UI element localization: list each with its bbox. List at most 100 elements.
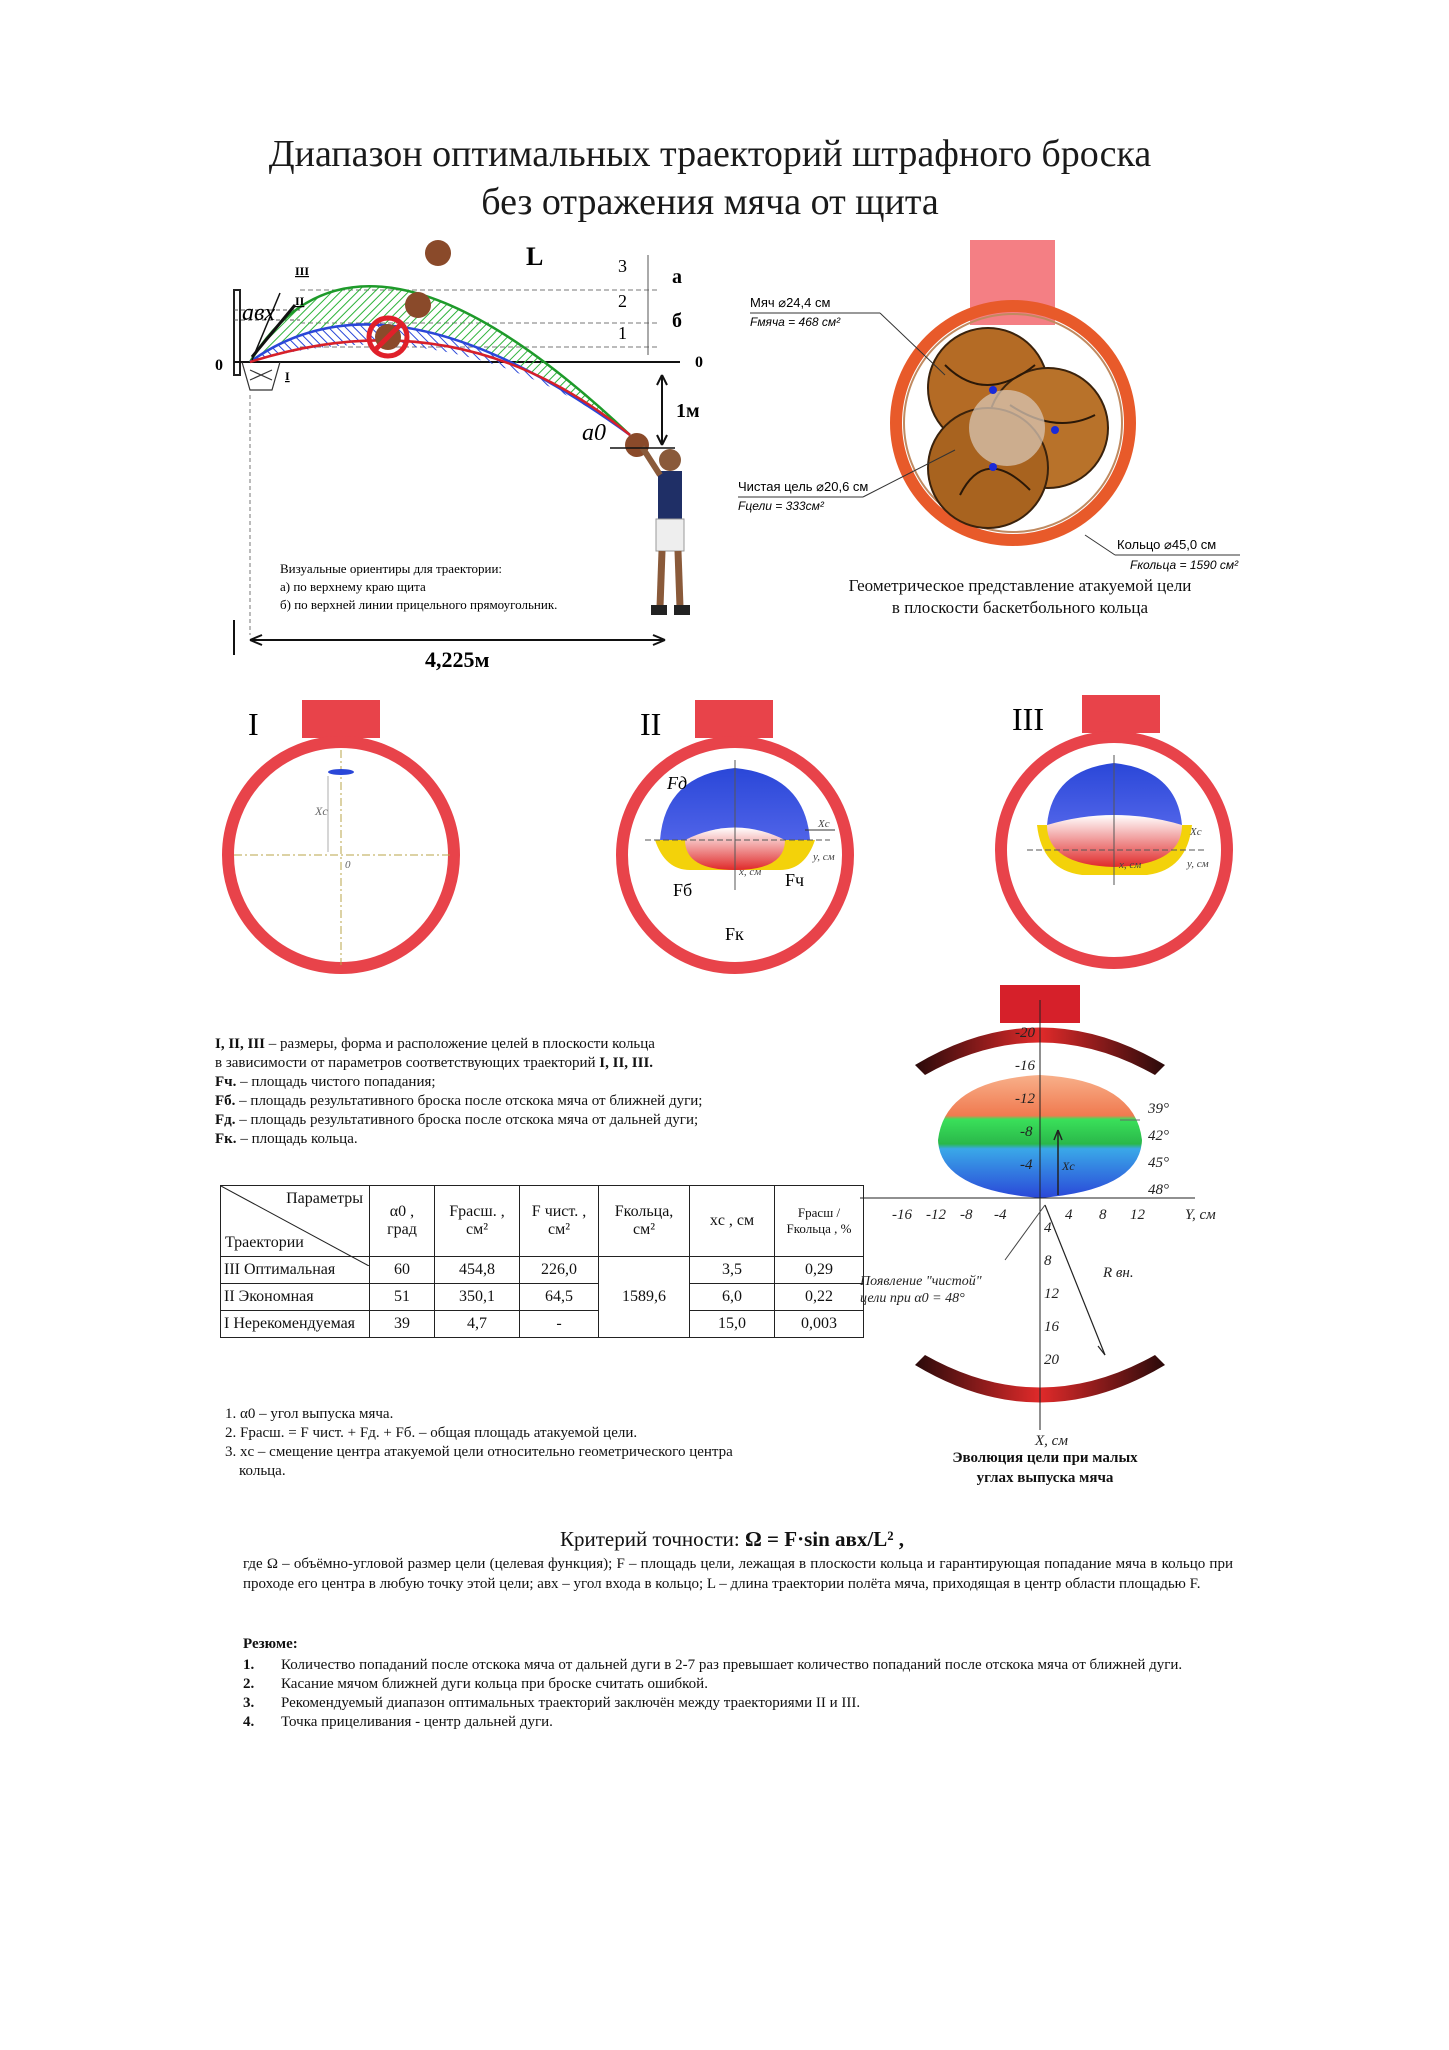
page-title: Диапазон оптимальных траекторий штрафног…	[150, 130, 1270, 226]
no-entry-icon	[366, 315, 410, 359]
cell-fring: 1589,6	[598, 1256, 690, 1338]
cell-frash: 350,1	[434, 1283, 520, 1311]
note-1: 1. α0 – угол выпуска мяча.	[225, 1406, 394, 1422]
parameters-table: Параметры Траектории α0 , град Fрасш. , …	[220, 1185, 864, 1338]
cell-a0: 39	[369, 1310, 435, 1338]
target-I-numeral: I	[248, 706, 259, 742]
item-number: 1.	[243, 1657, 255, 1673]
definitions-line-2: в зависимости от параметров соответствую…	[215, 1055, 654, 1071]
angle-48-label: 48°	[1148, 1182, 1169, 1198]
target-III-x-axis: x, см	[1118, 859, 1141, 871]
target-II-numeral: II	[640, 706, 661, 742]
zone-2-label: 2	[618, 291, 627, 311]
target-III-xc-label: Xс	[1189, 826, 1202, 838]
zero-right-label: 0	[695, 354, 703, 371]
guides-title: Визуальные ориентиры для траектории:	[280, 561, 502, 576]
title-line-2: без отражения мяча от щита	[481, 181, 939, 223]
cell-xc: 6,0	[689, 1283, 775, 1311]
criterion-label: Критерий точности:	[560, 1527, 745, 1551]
tick-label: -12	[926, 1207, 946, 1223]
height-label: 1м	[676, 400, 700, 422]
tick-label: 20	[1044, 1352, 1060, 1368]
cell-fchist: 64,5	[519, 1283, 599, 1311]
target-II-x-axis: x, см	[738, 866, 761, 878]
resume-block: Резюме: 1.Количество попаданий после отс…	[243, 1635, 1233, 1732]
definitions-block: I, II, III – размеры, форма и расположен…	[215, 1035, 855, 1149]
trajectory-I	[249, 339, 631, 436]
item-number: 4.	[243, 1714, 255, 1730]
tick-label: -16	[1015, 1058, 1035, 1074]
header-fring: Fкольца, см²	[598, 1185, 690, 1257]
header-a0: α0 , град	[369, 1185, 435, 1257]
appear-line-1: Появление "чистой"	[859, 1274, 982, 1289]
list-item: 1.Количество попаданий после отскока мяч…	[243, 1656, 1233, 1675]
tick-label: -4	[994, 1207, 1007, 1223]
ball-icon	[405, 292, 431, 318]
ring-area-label: Fк	[725, 924, 744, 944]
header-frash: Fрасш. , см²	[434, 1185, 520, 1257]
near-arc-label: Fб	[673, 880, 692, 900]
ball-diameter-label: Мяч ⌀24,4 см	[750, 295, 830, 310]
criterion-description: где Ω – объёмно-угловой размер цели (цел…	[243, 1556, 1233, 1592]
cell-ratio: 0,003	[774, 1310, 864, 1338]
cell-a0: 60	[369, 1256, 435, 1284]
alpha-0-label: a0	[582, 420, 606, 446]
target-III-numeral: III	[1012, 701, 1044, 737]
basket-net	[241, 361, 281, 391]
far-arc-label: Fд	[666, 773, 687, 793]
trajectory-III-label: III	[295, 264, 309, 278]
definition-fb: Fб. – площадь результативного броска пос…	[215, 1093, 703, 1109]
tick-label: 12	[1130, 1207, 1146, 1223]
clean-target-area-label: Fцели = 333см²	[738, 499, 825, 513]
target-I-diagram: I Xс 0	[222, 700, 460, 974]
trajectory-II	[249, 323, 631, 437]
label-b: б	[672, 310, 682, 332]
target-I-zero-label: 0	[345, 859, 351, 871]
tick-label: -8	[1020, 1124, 1033, 1140]
ring-geometry-diagram: Мяч ⌀24,4 см Fмяча = 468 см² Чистая цель…	[738, 240, 1240, 572]
clean-area-label: Fч	[785, 870, 804, 890]
cell-ratio: 0,22	[774, 1283, 864, 1311]
definition-fd: Fд. – площадь результативного броска пос…	[215, 1112, 699, 1128]
evolution-caption: Эволюция цели при малых углах выпуска мя…	[905, 1448, 1185, 1488]
target-I-xc-label: Xс	[314, 804, 328, 818]
target-area	[328, 769, 354, 775]
xc-label: Xс	[1061, 1159, 1075, 1173]
target-III-y-axis: y, см	[1186, 858, 1209, 870]
cell-fchist: -	[519, 1310, 599, 1338]
ring-caption-line-2: в плоскости баскетбольного кольца	[891, 598, 1149, 617]
header-xc: xc , см	[689, 1185, 775, 1257]
ring-icon	[616, 736, 854, 974]
tick-label: 16	[1044, 1319, 1060, 1335]
criterion-heading: Критерий точности: Ω = F·sin aвх/L² ,	[560, 1527, 904, 1552]
definition-fch: Fч. – площадь чистого попадания;	[215, 1074, 436, 1090]
cell-a0: 51	[369, 1283, 435, 1311]
corner-bottom-label: Траектории	[225, 1234, 304, 1251]
r-inner-label: R вн.	[1102, 1265, 1134, 1281]
player-figure	[639, 445, 690, 615]
trajectory-II-label: II	[295, 294, 305, 308]
tick-label: -20	[1015, 1025, 1035, 1041]
appear-line-2: цели при α0 = 48°	[860, 1291, 965, 1306]
cell-fchist: 226,0	[519, 1256, 599, 1284]
tick-label: 8	[1044, 1253, 1052, 1269]
alpha-in-label: aвх	[242, 300, 275, 326]
evolution-caption-line-1: Эволюция цели при малых	[952, 1450, 1138, 1466]
cell-xc: 3,5	[689, 1256, 775, 1284]
tick-label: -8	[960, 1207, 973, 1223]
target-III-diagram: III y, см x, см Xс	[995, 695, 1233, 969]
title-line-1: Диапазон оптимальных траекторий штрафног…	[268, 133, 1152, 175]
clean-target-diameter-label: Чистая цель ⌀20,6 см	[738, 479, 868, 494]
item-text: Точка прицеливания - центр дальней дуги.	[281, 1714, 553, 1730]
note-2: 2. Fрасш. = F чист. + Fд. + Fб. – общая …	[225, 1425, 638, 1441]
row-name: I Нерекомендуемая	[220, 1310, 370, 1338]
cell-xc: 15,0	[689, 1310, 775, 1338]
tick-label: 12	[1044, 1286, 1060, 1302]
angle-45-label: 45°	[1148, 1155, 1169, 1171]
item-text: Касание мячом ближней дуги кольца при бр…	[281, 1676, 708, 1692]
resume-heading: Резюме:	[243, 1636, 298, 1652]
angle-39-label: 39°	[1147, 1101, 1169, 1117]
tick-label: 4	[1044, 1220, 1052, 1236]
cell-frash: 4,7	[434, 1310, 520, 1338]
ring-area-label: Fкольца = 1590 см²	[1130, 558, 1239, 572]
